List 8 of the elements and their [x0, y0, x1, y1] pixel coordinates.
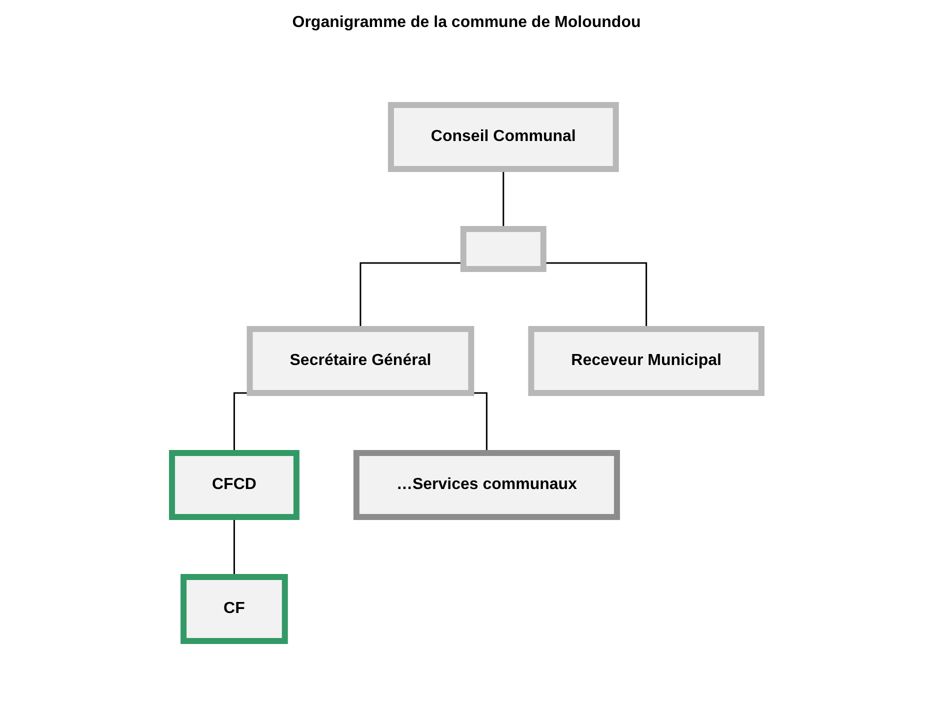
node-box: Secrétaire Général [246, 326, 474, 396]
node-box: Conseil Communal [388, 102, 619, 172]
diagram-title: Organigramme de la commune de Moloundou [291, 14, 642, 32]
node-box: CF [180, 574, 288, 644]
node-box: CFCD [168, 450, 300, 520]
node-box [460, 226, 546, 272]
node-box: …Services communaux [353, 450, 620, 520]
node-box: Receveur Municipal [528, 326, 764, 396]
